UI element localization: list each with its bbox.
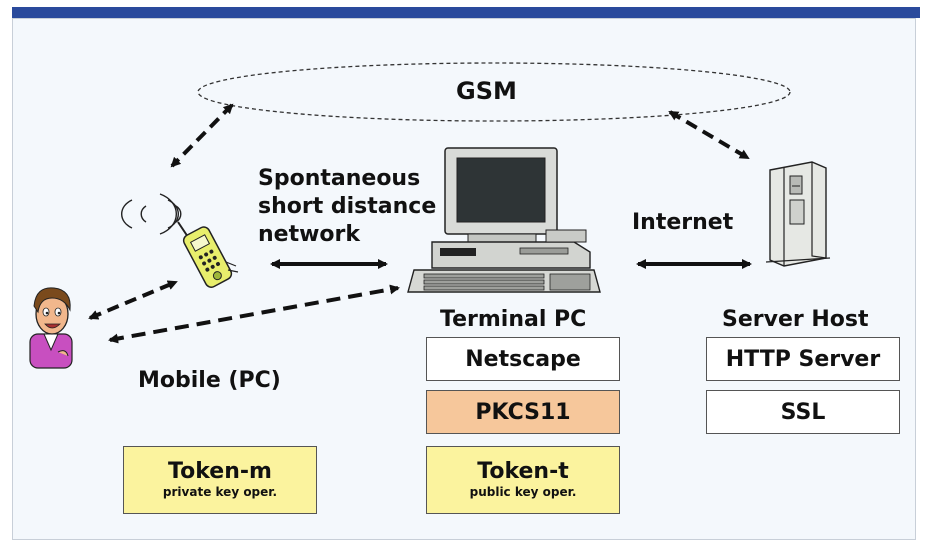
gsm-server-arrow: [668, 110, 750, 160]
header-bar: [12, 7, 920, 18]
spontaneous-label-line2: short distance: [258, 194, 437, 219]
token-t-subtitle: public key oper.: [469, 485, 577, 500]
server-host-label: Server Host: [722, 307, 869, 332]
mobile-phone-icon: [120, 193, 239, 288]
token-m-box: Token-m private key oper.: [123, 446, 317, 514]
spontaneous-label-line3: network: [258, 222, 361, 247]
token-t-box: Token-t public key oper.: [426, 446, 620, 514]
person-phone-arrow: [88, 280, 178, 320]
terminal-pc-label: Terminal PC: [440, 307, 587, 332]
pkcs11-box: PKCS11: [426, 390, 620, 434]
http-server-box: HTTP Server: [706, 337, 900, 381]
terminal-pc-icon: [407, 147, 601, 293]
gsm-label: GSM: [456, 77, 517, 105]
gsm-network-ellipse: [197, 62, 791, 122]
ssl-box: SSL: [706, 390, 900, 434]
token-m-title: Token-m: [168, 459, 272, 484]
person-pc-arrow: [108, 284, 400, 344]
token-t-title: Token-t: [477, 459, 569, 484]
mobile-pc-label: Mobile (PC): [138, 368, 281, 393]
gsm-mobile-arrow: [170, 103, 234, 168]
person-icon: [29, 287, 73, 369]
token-m-subtitle: private key oper.: [162, 485, 278, 500]
netscape-box: Netscape: [426, 337, 620, 381]
spontaneous-label-line1: Spontaneous: [258, 166, 421, 191]
internet-label: Internet: [632, 210, 734, 235]
server-icon: [765, 161, 831, 267]
